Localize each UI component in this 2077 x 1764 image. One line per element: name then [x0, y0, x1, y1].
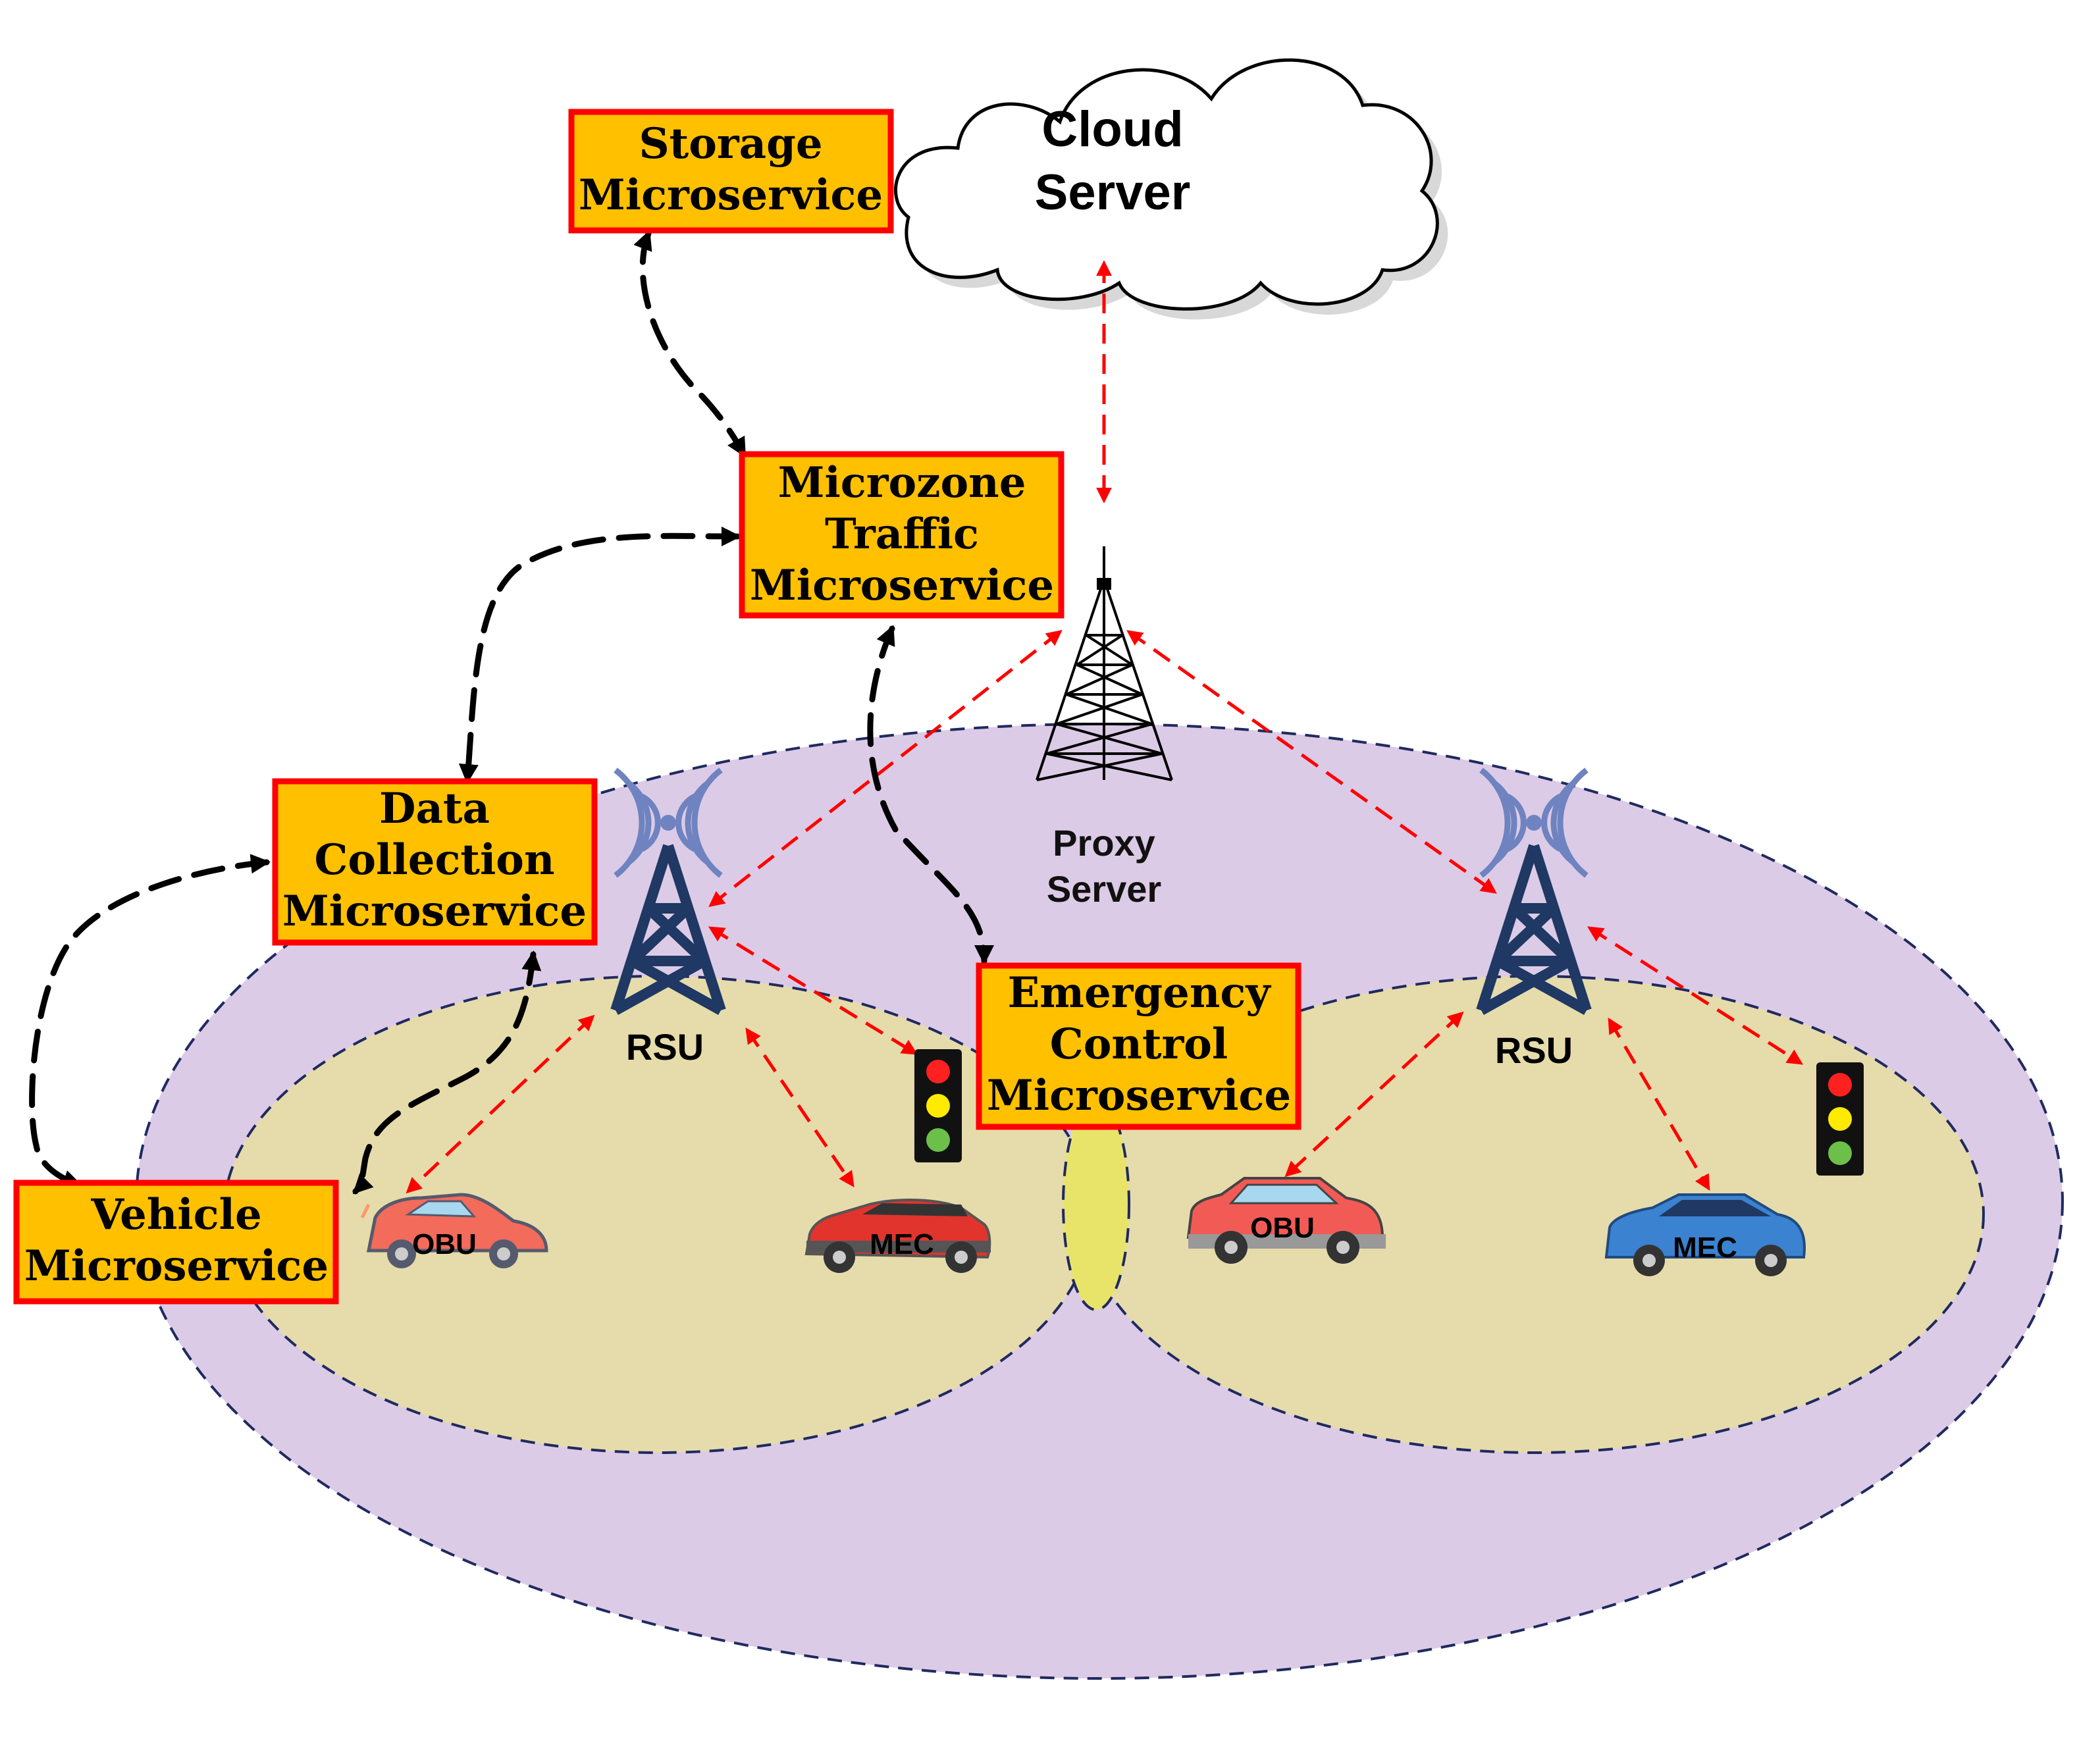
data-collection-microservice-box: Data Collection Microservice [272, 778, 598, 946]
link-rsu-left-light [708, 926, 918, 1055]
emergency-control-microservice-box: Emergency Control Microservice [976, 962, 1301, 1130]
rsu-right-tower-icon [1476, 767, 1592, 1015]
right-mec-car: MEC [1604, 1193, 1806, 1276]
storage-line1: Storage [639, 119, 822, 169]
microzone-line2: Traffic [825, 509, 979, 559]
storage-microservice-box: Storage Microservice [568, 109, 894, 234]
left-mec-car: MEC [804, 1199, 991, 1273]
traffic-light-right-icon [1816, 1062, 1864, 1176]
vehicle-microservice-box: Vehicle Microservice [13, 1180, 339, 1305]
proxy-server-tower-icon [1036, 546, 1173, 781]
cloud-server-icon: Cloud Server [894, 58, 1448, 320]
storage-line2: Microservice [579, 170, 883, 220]
link-datacollection-vehicle [29, 854, 271, 1189]
link-microzone-emergency [867, 625, 994, 965]
microservice-links [29, 230, 994, 1195]
link-rsu-right-obu [1284, 1011, 1464, 1178]
rsu-right-label: RSU [1495, 1029, 1573, 1071]
cloud-label-line1: Cloud [1041, 101, 1183, 157]
left-mec-label: MEC [870, 1228, 934, 1260]
link-rsu-right-light [1587, 926, 1804, 1065]
right-obu-car: OBU [1186, 1177, 1386, 1264]
rsu-left-tower-icon [610, 767, 726, 1015]
microzone-line3: Microservice [750, 561, 1054, 610]
zone-overlap [1062, 1098, 1130, 1311]
link-rsu-right-mec [1608, 1017, 1710, 1191]
left-obu-car: OBU [360, 1193, 548, 1268]
link-storage-microzone [633, 230, 747, 458]
link-microzone-datacollection [458, 526, 741, 784]
vehicle-line1: Vehicle [90, 1190, 261, 1239]
microzone-line1: Microzone [778, 458, 1026, 507]
vehicle-line2: Microservice [24, 1241, 329, 1291]
data-collection-line2: Collection [314, 835, 554, 885]
right-obu-label: OBU [1250, 1212, 1315, 1244]
emergency-line2: Control [1050, 1020, 1228, 1069]
cloud-label-line2: Server [1035, 165, 1191, 220]
right-mec-label: MEC [1673, 1232, 1737, 1264]
data-collection-line1: Data [379, 784, 490, 833]
data-collection-line3: Microservice [282, 887, 587, 936]
link-rsu-left-mec [745, 1027, 854, 1187]
link-datacollection-vehicle-obu [352, 950, 542, 1195]
left-obu-label: OBU [412, 1228, 477, 1260]
rsu-left-label: RSU [626, 1026, 704, 1068]
microzone-traffic-microservice-box: Microzone Traffic Microservice [739, 451, 1065, 619]
link-proxy-rsu-right [1126, 630, 1497, 894]
proxy-label-line1: Proxy [1053, 822, 1155, 864]
emergency-line1: Emergency [1007, 968, 1271, 1018]
emergency-line3: Microservice [987, 1071, 1291, 1120]
proxy-label-line2: Server [1047, 868, 1161, 910]
traffic-light-left-icon [914, 1049, 962, 1162]
network-links [406, 260, 1804, 1194]
